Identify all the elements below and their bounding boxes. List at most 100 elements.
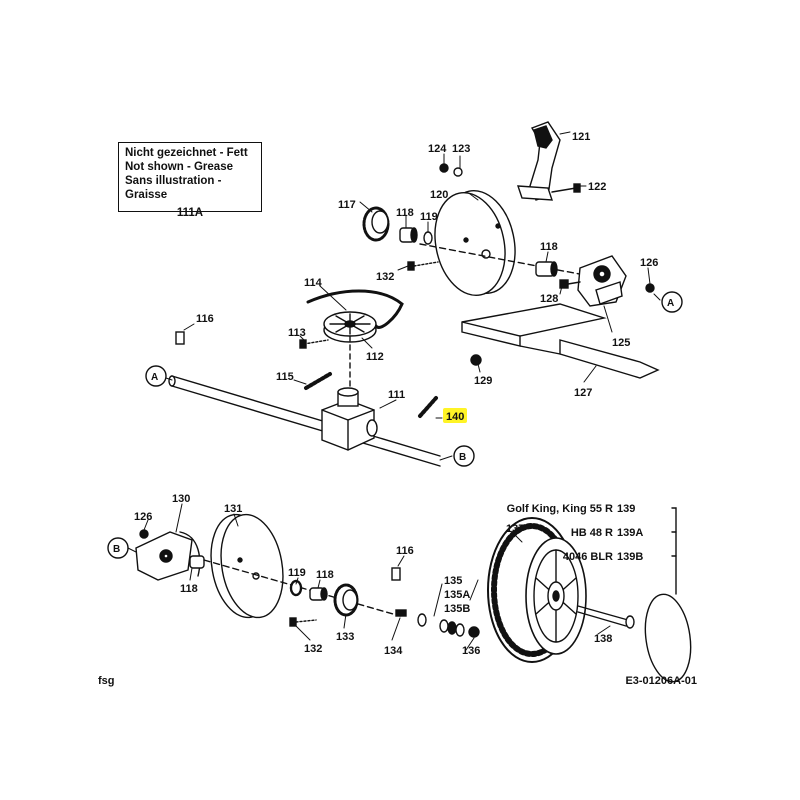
callout-135: 135	[444, 575, 462, 587]
callout-133: 133	[336, 631, 354, 643]
callout-111: 111	[388, 389, 405, 401]
callout-135b: 135B	[444, 603, 470, 615]
callout-113: 113	[288, 327, 306, 339]
callout-125: 125	[612, 337, 630, 349]
callout-124: 124	[428, 143, 447, 155]
bolt-132-upper	[407, 261, 439, 271]
ref-label-a-left: A	[151, 372, 158, 383]
callout-130: 130	[172, 493, 190, 505]
pulley-belt-114	[306, 289, 404, 329]
wheel-cap-139	[644, 593, 692, 683]
variant-label-3: 4046 BLR	[563, 551, 613, 563]
variant-brackets	[671, 507, 677, 595]
footer-drawing-number: E3-01206A-01	[625, 675, 697, 687]
ref-label-b-left: B	[113, 544, 120, 555]
note-line-fr: Sans illustration - Graisse	[125, 175, 222, 201]
callout-115: 115	[276, 371, 294, 383]
pivot-bracket-125	[577, 255, 627, 307]
callout-132-lower: 132	[304, 643, 322, 655]
leader-lines	[143, 131, 651, 651]
key-116-upper	[175, 331, 185, 345]
bushing-118-left	[189, 555, 205, 569]
ref-circle-a-right	[661, 291, 683, 313]
callout-118-right: 118	[540, 241, 558, 253]
callout-119-upper: 119	[420, 211, 438, 223]
note-line-de: Nicht gezeichnet - Fett	[125, 147, 248, 159]
wheel-137	[487, 517, 587, 663]
callout-118-upper: 118	[396, 207, 414, 219]
bolt-122	[551, 183, 581, 193]
note-part-number: 111A	[176, 207, 204, 219]
highlight-140	[443, 408, 467, 423]
callout-136: 136	[462, 645, 480, 657]
height-lever-121	[517, 121, 561, 201]
callout-132-upper: 132	[376, 271, 394, 283]
callout-117: 117	[338, 199, 356, 211]
bushing-118-right	[535, 261, 558, 277]
pulley-112	[323, 311, 377, 343]
bushing-118-lower	[309, 587, 328, 601]
callout-127: 127	[574, 387, 592, 399]
callout-112: 112	[366, 351, 384, 363]
callout-135a: 135A	[444, 589, 470, 601]
callout-118-left: 118	[180, 583, 198, 595]
bushing-118-upper	[399, 227, 418, 243]
spring-115	[304, 372, 332, 390]
callout-119-lower: 119	[288, 567, 306, 579]
callout-118-lower: 118	[316, 569, 334, 581]
screw-128	[559, 279, 581, 289]
callout-114: 114	[304, 277, 323, 289]
callout-116-upper: 116	[196, 313, 214, 325]
ref-label-b-right: B	[459, 452, 466, 463]
bracket-130	[135, 531, 201, 581]
nut-136	[468, 626, 480, 638]
nut-126-upper	[645, 283, 655, 293]
callout-129: 129	[474, 375, 492, 387]
nut-129	[470, 354, 482, 366]
gearbox-111	[321, 387, 378, 451]
washer-119-upper	[423, 231, 433, 245]
screw-113	[299, 339, 329, 349]
callout-120: 120	[430, 189, 448, 201]
variant-label-1: Golf King, King 55 R	[507, 503, 613, 515]
gear-133	[333, 583, 359, 617]
callout-122: 122	[588, 181, 606, 193]
pin-134	[395, 609, 407, 617]
ref-circle-a-left	[145, 365, 167, 387]
callout-134: 134	[384, 645, 403, 657]
washer-119-lower	[289, 579, 303, 597]
callout-128: 128	[540, 293, 558, 305]
note-line-en: Not shown - Grease	[125, 161, 233, 173]
callout-138: 138	[594, 633, 612, 645]
hubcap-131	[210, 513, 284, 619]
footer-left-code: fsg	[98, 675, 115, 687]
ref-label-a-right: A	[667, 298, 674, 309]
callout-123: 123	[452, 143, 470, 155]
callout-labels: 124 123 121 122 120 117 118 119 118 126 …	[98, 131, 697, 687]
nut-126-lower	[139, 529, 149, 539]
bolt-132-lower	[289, 617, 317, 627]
key-116-lower	[391, 567, 401, 581]
variant-label-2: HB 48 R	[571, 527, 613, 539]
washer-124	[439, 163, 449, 173]
callout-139a: 139A	[617, 527, 643, 539]
gear-117	[362, 206, 390, 242]
hubcap-120	[434, 189, 516, 297]
bolt-138	[577, 605, 635, 629]
callout-126-lower: 126	[134, 511, 152, 523]
spring-140	[418, 396, 438, 418]
callout-121: 121	[572, 131, 590, 143]
axle-support-127	[461, 303, 660, 379]
nut-123	[453, 167, 463, 177]
callout-116-lower: 116	[396, 545, 414, 557]
ref-circle-b-right	[453, 445, 475, 467]
grease-note-box: Nicht gezeichnet - Fett Not shown - Grea…	[118, 142, 262, 219]
callout-139b: 139B	[617, 551, 643, 563]
drive-axle	[168, 375, 441, 467]
callout-139: 139	[617, 503, 635, 515]
callout-131: 131	[224, 503, 242, 515]
callout-126-upper: 126	[640, 257, 658, 269]
callout-137: 137	[506, 523, 524, 535]
